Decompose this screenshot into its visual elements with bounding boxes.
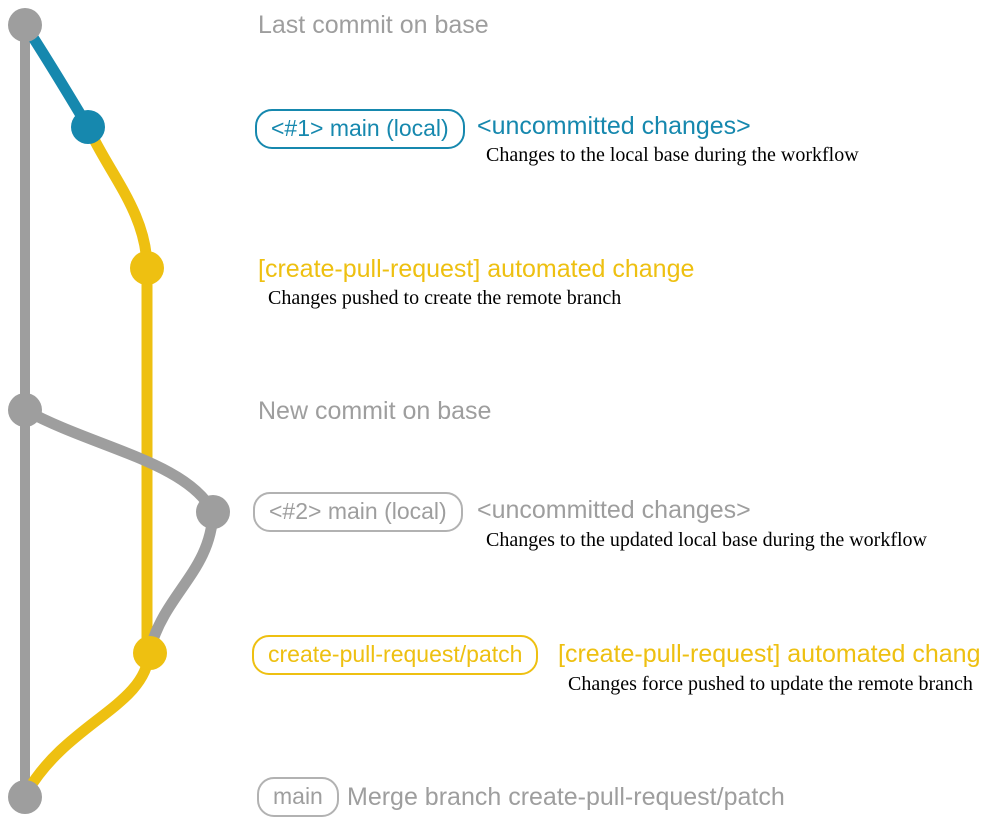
edge-base-to-local2 [19, 404, 219, 518]
edge-merge-into-main [21, 647, 155, 798]
branch-badge-main: main [257, 777, 339, 817]
commit-title-uncommitted-2: <uncommitted changes> [477, 496, 751, 524]
commit-title-automated-2: [create-pull-request] automated change [558, 640, 981, 668]
branch-badge-create-pull-request-patch: create-pull-request/patch [252, 635, 539, 675]
commit-description-1: Changes to the local base during the wor… [486, 144, 859, 166]
branch-badge-main-local-2: <#2> main (local) [253, 492, 463, 532]
commit-title-uncommitted-1: <uncommitted changes> [477, 112, 751, 140]
commit-node-automated2 [133, 636, 167, 670]
commit-title-merge: Merge branch create-pull-request/patch [347, 783, 785, 811]
commit-description-4: Changes force pushed to update the remot… [568, 673, 973, 695]
branch-badge-main-local-1: <#1> main (local) [255, 109, 465, 149]
edge-base-to-local1 [19, 19, 94, 133]
commit-node-last-base [8, 8, 42, 42]
label-new-commit-on-base: New commit on base [258, 397, 492, 425]
edge-local2-to-patch [145, 506, 219, 652]
commit-description-3: Changes to the updated local base during… [486, 529, 927, 551]
label-last-commit-on-base: Last commit on base [258, 11, 489, 39]
commit-node-new-base [8, 393, 42, 427]
commit-node-local1 [71, 110, 105, 144]
commit-description-2: Changes pushed to create the remote bran… [268, 287, 622, 309]
commit-node-merge [8, 780, 42, 814]
commit-title-automated-1: [create-pull-request] automated change [258, 255, 695, 283]
commit-node-local2 [196, 495, 230, 529]
edge-create-pull-request-branch [82, 121, 153, 651]
commit-node-automated1 [130, 251, 164, 285]
